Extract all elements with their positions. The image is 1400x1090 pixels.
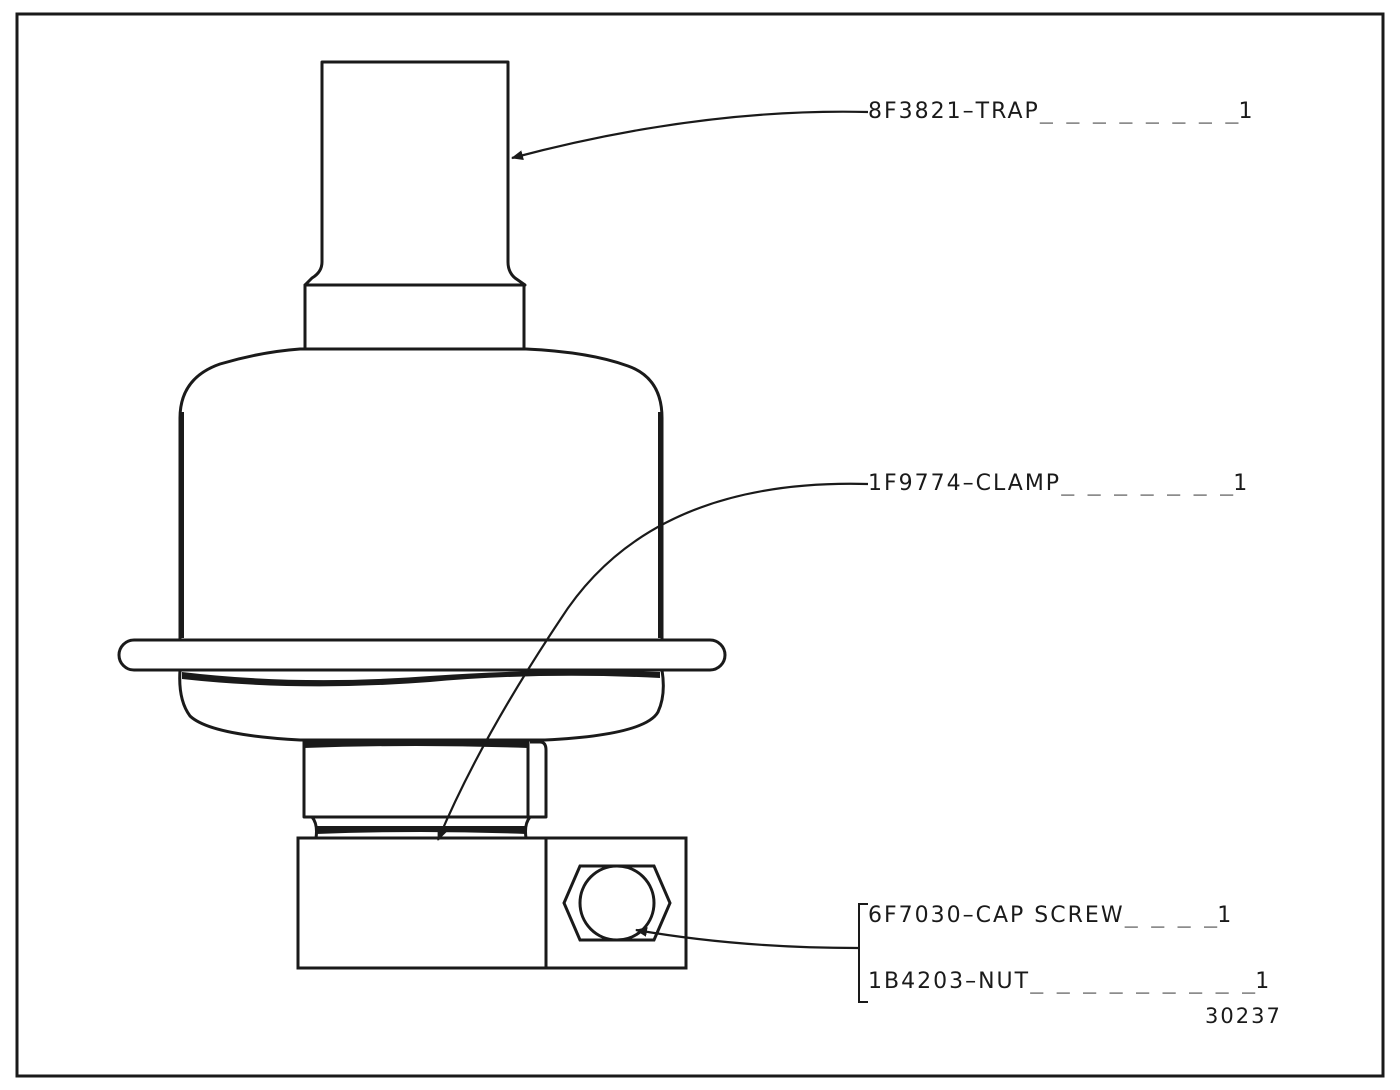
- trap-label: 8F3821–TRAP_ _ _ _ _ _ _ _1: [868, 99, 1255, 124]
- cap-screw-part-name: CAP SCREW: [975, 903, 1125, 928]
- clamp-leader-line: [436, 482, 869, 841]
- figure-number: 30237: [1205, 1004, 1282, 1028]
- nut-label: 1B4203–NUT_ _ _ _ _ _ _ _ _1: [868, 969, 1272, 994]
- nut-part-name: NUT: [978, 969, 1031, 994]
- trap-body: [117, 60, 727, 840]
- label-bracket: [858, 903, 868, 1003]
- trap-quantity: 1: [1238, 99, 1255, 124]
- trap-stem-rib: [530, 740, 548, 819]
- clamp-body: [296, 836, 548, 970]
- trap-flange-ring: [117, 638, 727, 672]
- clamp-label: 1F9774–CLAMP_ _ _ _ _ _ _1: [868, 471, 1250, 496]
- cap-screw-leader-line: [635, 926, 859, 950]
- cap-screw-label: 6F7030–CAP SCREW_ _ _ _1: [868, 903, 1234, 928]
- cap-screw-quantity: 1: [1217, 903, 1234, 928]
- trap-part-number: 8F3821: [868, 99, 963, 124]
- clamp-block: [296, 836, 688, 970]
- cap-screw-part-number: 6F7030: [868, 903, 963, 928]
- clamp-quantity: 1: [1233, 471, 1250, 496]
- trap-top-tube: [303, 60, 527, 287]
- cap-screw-head-circle: [578, 864, 656, 942]
- nut-quantity: 1: [1255, 969, 1272, 994]
- trap-neck: [303, 283, 526, 351]
- trap-upper-dome: [178, 347, 664, 642]
- nut-part-number: 1B4203: [868, 969, 966, 994]
- clamp-part-number: 1F9774: [868, 471, 963, 496]
- drawing-frame: [15, 12, 1385, 1078]
- trap-lower-stem: [302, 738, 530, 819]
- clamp-part-name: CLAMP: [975, 471, 1062, 496]
- trap-lower-bowl: [178, 668, 665, 742]
- trap-leader-line: [511, 110, 869, 161]
- trap-part-name: TRAP: [975, 99, 1040, 124]
